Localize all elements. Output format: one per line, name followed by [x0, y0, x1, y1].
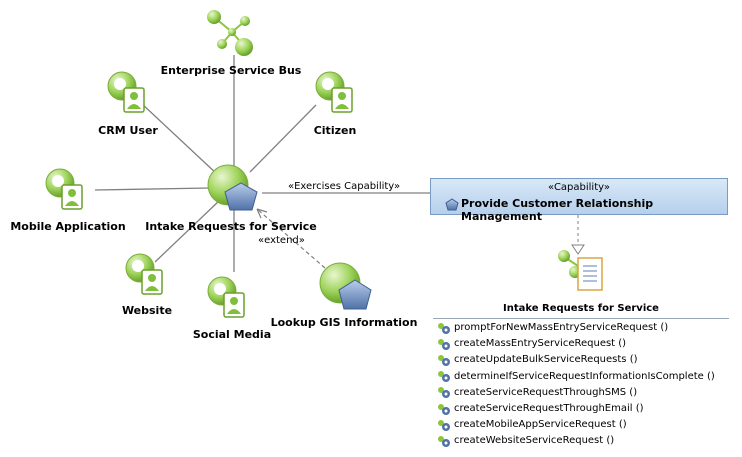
- operation-item[interactable]: determineIfServiceRequestInformationIsCo…: [437, 369, 715, 385]
- citizen-label: Citizen: [313, 124, 357, 137]
- capability-stereotype: «Capability»: [548, 182, 610, 193]
- operation-list: promptForNewMassEntryServiceRequest () c…: [437, 320, 715, 450]
- operation-item[interactable]: createUpdateBulkServiceRequests (): [437, 352, 715, 368]
- mobile-application-label: Mobile Application: [10, 220, 126, 233]
- extend-label: «extend»: [258, 235, 305, 246]
- gis-use-case-icon[interactable]: [319, 262, 372, 310]
- operation-icon: [438, 338, 450, 350]
- extend-line: [256, 208, 326, 269]
- operation-icon: [438, 419, 450, 431]
- operation-item[interactable]: createServiceRequestThroughSMS (): [437, 385, 715, 401]
- operation-icon: [438, 435, 450, 447]
- capability-icon: [445, 198, 459, 211]
- interface-document-icon[interactable]: [558, 250, 603, 291]
- interface-title: Intake Requests for Service: [503, 303, 659, 314]
- capability-name: Provide Customer Relationship Management: [461, 197, 654, 223]
- gis-label: Lookup GIS Information: [270, 316, 418, 329]
- crm-user-label: CRM User: [98, 124, 158, 137]
- citizen-icon[interactable]: [315, 71, 353, 113]
- operation-icon: [438, 371, 450, 383]
- operation-item[interactable]: promptForNewMassEntryServiceRequest (): [437, 320, 715, 336]
- mobile-application-icon[interactable]: [45, 168, 83, 210]
- operation-item[interactable]: createMassEntryServiceRequest (): [437, 336, 715, 352]
- operation-icon: [438, 354, 450, 366]
- capability-box[interactable]: «Capability» Provide Customer Relationsh…: [430, 178, 728, 223]
- operation-icon: [438, 387, 450, 399]
- operation-icon: [438, 322, 450, 334]
- operation-item[interactable]: createWebsiteServiceRequest (): [437, 433, 715, 449]
- operation-item[interactable]: createMobileAppServiceRequest (): [437, 417, 715, 433]
- intake-use-case-icon[interactable]: [207, 164, 258, 211]
- enterprise-service-bus-icon[interactable]: [207, 10, 253, 56]
- website-label: Website: [121, 304, 173, 317]
- social-media-icon[interactable]: [207, 276, 245, 318]
- operation-item[interactable]: createServiceRequestThroughEmail (): [437, 401, 715, 417]
- intake-label: Intake Requests for Service: [145, 220, 317, 233]
- social-media-label: Social Media: [192, 328, 272, 341]
- operation-icon: [438, 403, 450, 415]
- association-lines: [94, 55, 430, 272]
- esb-label: Enterprise Service Bus: [160, 64, 302, 77]
- exercises-capability-label: «Exercises Capability»: [288, 181, 401, 192]
- crm-user-icon[interactable]: [107, 71, 145, 113]
- interface-divider: [433, 318, 729, 319]
